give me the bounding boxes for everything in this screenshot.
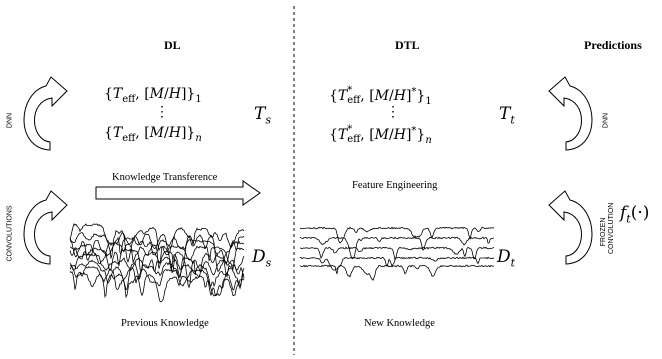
previous-knowledge-caption: Previous Knowledge bbox=[121, 318, 209, 329]
new-knowledge-caption: New Knowledge bbox=[364, 318, 435, 329]
dnn-right-label: DNN bbox=[602, 112, 610, 129]
dtl-param-dots: ⋮ bbox=[386, 104, 400, 120]
convolutions-left-curved-arrow bbox=[23, 190, 68, 265]
dl-param-first: {Teff, [M/H]}1 bbox=[104, 86, 202, 105]
spectrum-trace bbox=[299, 226, 494, 244]
dnn-left-label: DNN bbox=[6, 112, 14, 129]
ts-symbol: Ts bbox=[254, 104, 271, 127]
dtl-param-first: {T*eff, [M/H]*}1 bbox=[329, 85, 432, 107]
spectrum-trace bbox=[69, 232, 245, 273]
spectrum-trace bbox=[69, 223, 245, 263]
spectrum-trace bbox=[69, 264, 245, 297]
spectrum-trace bbox=[299, 246, 495, 262]
spectrum-trace bbox=[69, 259, 245, 291]
dl-header: DL bbox=[164, 38, 181, 52]
spectrum-trace bbox=[69, 242, 245, 271]
convolutions-label: CONVOLUTIONS bbox=[6, 205, 14, 262]
target-spectra-stack bbox=[299, 226, 495, 281]
knowledge-transference-arrow bbox=[95, 180, 261, 206]
dtl-param-last: {T*eff, [M/H]*}n bbox=[329, 124, 432, 146]
dnn-left-curved-arrow bbox=[23, 76, 68, 151]
dl-param-last: {Teff, [M/H]}n bbox=[104, 125, 202, 144]
knowledge-transference-caption: Knowledge Transference bbox=[112, 172, 218, 183]
predictions-header: Predictions bbox=[584, 38, 642, 52]
source-spectra-stack bbox=[69, 223, 245, 303]
dtl-header: DTL bbox=[395, 38, 420, 52]
feature-engineering-caption: Feature Engineering bbox=[352, 180, 438, 191]
spectrum-trace bbox=[69, 253, 245, 279]
spectrum-trace bbox=[299, 256, 495, 271]
frozen-convolution-label: FROZEN CONVOLUTION bbox=[600, 202, 616, 262]
dl-param-dots: ⋮ bbox=[155, 104, 169, 120]
dt-symbol: Dt bbox=[497, 247, 516, 270]
ds-symbol: Ds bbox=[252, 247, 272, 270]
spectrum-trace bbox=[299, 236, 494, 260]
tt-symbol: Tt bbox=[499, 104, 515, 127]
spectrum-trace bbox=[299, 264, 495, 281]
spectrum-trace bbox=[69, 271, 245, 303]
dnn-right-curved-arrow bbox=[548, 76, 593, 151]
frozen-convolution-text: FROZEN CONVOLUTION bbox=[600, 202, 615, 254]
spectrum-trace bbox=[69, 246, 245, 289]
ft-symbol: ft(·) bbox=[620, 203, 650, 226]
frozen-convolution-right-curved-arrow bbox=[548, 190, 593, 265]
